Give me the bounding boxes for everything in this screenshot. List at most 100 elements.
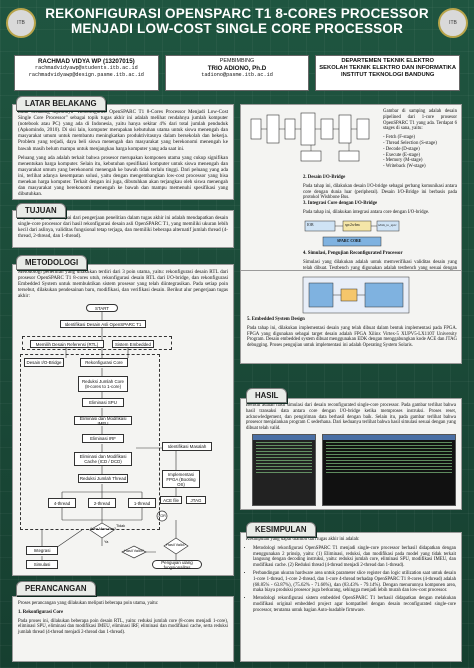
fc-implementasi-fpga: Implementasi FPGA (Booting OS) — [162, 470, 200, 488]
stage-item: - Thread Selection (S-stage) — [383, 140, 437, 146]
dept-line1: DEPARTEMEN TEKNIK ELEKTRO — [341, 58, 434, 64]
item3: 3. Integrasi Core dengan I/O-Bridge Pada… — [303, 201, 457, 219]
stage-list: - Fetch (F-stage) - Thread Selection (S-… — [383, 135, 457, 170]
itb-logo-left: ITB — [6, 8, 36, 38]
kesimpulan-panel: Kesimpulan yang dapat diambil dari tugas… — [240, 532, 462, 662]
tujuan-p1: Tujuan yang ingin dicapai dari pengerjaa… — [18, 215, 228, 240]
pipeline-description: Gambar di samping adalah desain pipeline… — [383, 109, 457, 170]
pipeline-diagram — [250, 112, 370, 162]
fc-cache: Eliminasi dan Modifikasi Cache (ICD / DC… — [74, 452, 132, 466]
advisor-role: PEMBIMBING — [219, 58, 255, 64]
fc-4thread: 4-thread — [48, 498, 76, 508]
fc-2thread: 2-thread — [88, 498, 116, 508]
item2-text: Pada tahap ini, dilakukan desain I/O-bri… — [303, 183, 457, 201]
fc-desain-iob: Desain I/O-Bridge — [24, 358, 64, 367]
advisor-box: PEMBIMBING TRIO ADIONO, Ph.D tadiono@pas… — [164, 55, 310, 91]
fc-group-rtl — [20, 354, 160, 530]
latar-panel: Latar belakang dipilihnya "Rekonfigurasi… — [12, 104, 234, 200]
metodologi-heading: METODOLOGI — [16, 255, 88, 270]
metodologi-p1: Metodologi penelitian yang dilakukan ter… — [18, 269, 228, 300]
fc-hasil-valid1: Hasil Valid? — [124, 549, 144, 553]
dept-box: DEPARTEMEN TEKNIK ELEKTRO SEKOLAH TEKNIK… — [315, 55, 461, 91]
pipeline-p1: Gambar di samping adalah desain pipeline… — [383, 109, 457, 132]
fc-identifikasi-masalah: Identifikasi Masalah — [162, 442, 212, 451]
fc-referensi: Memilih Desain Referensi (RTL) — [30, 340, 104, 348]
fc-sistem-embedded: Sistem Embedded — [112, 340, 154, 348]
diagram-wbm: wbm_to_sprc — [378, 223, 397, 227]
dept-line3: INSTITUT TEKNOLOGI BANDUNG — [340, 72, 435, 78]
item2: 2. Desain I/O-Bridge Pada tahap ini, dil… — [303, 175, 457, 204]
fc-simulasi: Simulasi — [26, 560, 58, 569]
decision-valid1 — [121, 545, 147, 559]
stage-item: - Writeback (W-stage) — [383, 164, 426, 170]
hasil-heading: HASIL — [246, 388, 288, 403]
fc-rekonfig-core: Rekonfigurasi Core — [80, 358, 128, 367]
fc-ace-file: ACE file — [160, 496, 182, 504]
fc-reduksi-thread: Reduksi Jumlah Thread — [78, 474, 128, 483]
student-name: RACHMAD VIDYA WP (13207015) — [37, 58, 135, 65]
fc-hasil-valid2: Hasil Valid? — [166, 543, 186, 547]
hasil-p1: Berikut adalah hasil simulasi dari desai… — [246, 403, 456, 432]
perancangan-intro: Proses perancangan yang dilakukan melipu… — [18, 601, 159, 606]
student-email2: rachmadvidyawp@design.pasme.itb.ac.id — [28, 72, 144, 78]
poster-title: REKONFIGURASI OPENSPARC T1 8-CORES PROCE… — [0, 6, 474, 36]
fc-eliminasi-spu: Eliminasi SPU — [82, 398, 124, 407]
kesimpulan-intro: Kesimpulan yang dapat diambil dari tugas… — [246, 537, 360, 542]
flowchart: START Identifikasi Desain Asli OpenSPARC… — [16, 298, 230, 574]
decision-area — [89, 522, 115, 539]
flowchart-connectors — [41, 312, 189, 560]
student-box: RACHMAD VIDYA WP (13207015) rachmadvidya… — [14, 55, 159, 91]
fc-end: Pengujian ulang fungsionalitas — [152, 560, 202, 570]
decision-valid2 — [163, 537, 189, 555]
perancangan-heading: PERANCANGAN — [16, 581, 96, 596]
diagram-spc2wbm: spc2wbm — [345, 223, 360, 227]
stage-item: - Decode (D-stage) — [383, 146, 420, 152]
embedded-panel: 5. Embedded System Design Pada tahap ini… — [240, 270, 462, 364]
diagram-iob: IOB — [307, 223, 314, 227]
fc-irf: Eliminasi IRF — [82, 434, 124, 443]
title-line1: REKONFIGURASI OPENSPARC T1 8-CORES PROCE… — [45, 6, 429, 21]
right-top-panel: Gambar di samping adalah desain pipeline… — [240, 104, 462, 298]
fc-identifikasi: Identifikasi Desain Asli OpenSPARC T1 — [60, 320, 146, 328]
fc-imeu: Eliminasi dan Modifikasi IMEU — [74, 416, 132, 426]
diagram-sparc-core: SPARC CORE — [337, 239, 362, 243]
fc-jtag: JTAG — [186, 496, 206, 504]
itb-logo-right: ITB — [438, 8, 468, 38]
fc-reduksi-core: Reduksi Jumlah Core (8-cores to 1-core) — [78, 376, 128, 392]
simulation-screenshot-waveform — [322, 434, 456, 506]
kesimpulan-bullet: Perbandingan ukuran hardware area untuk … — [253, 571, 456, 594]
stage-item: - Memory (M-stage) — [383, 158, 423, 164]
advisor-email: tadiono@pasme.itb.ac.id — [201, 72, 273, 78]
item3-text: Pada tahap ini, dilakukan integrasi anta… — [303, 209, 430, 215]
fc-group-ref — [22, 336, 172, 350]
fc-1thread: 1-thread — [128, 498, 156, 508]
item5-text: Pada tahap ini, dilakukan implementasi d… — [247, 325, 457, 349]
fc-area-menurun: Area Menurun? — [89, 527, 117, 531]
student-email1: rachmadvidyawp@students.itb.ac.id — [34, 65, 138, 71]
authors-row: RACHMAD VIDYA WP (13207015) rachmadvidya… — [14, 55, 461, 91]
embedded-diagram — [302, 276, 410, 314]
perancangan-panel: Proses perancangan yang dilakukan melipu… — [12, 596, 234, 662]
latar-heading: LATAR BELAKANG — [16, 96, 106, 111]
kesimpulan-heading: KESIMPULAN — [246, 522, 316, 537]
fc-start: START — [86, 304, 118, 312]
simulation-screenshot-terminal — [252, 434, 316, 506]
title-line2: MENJADI LOW-COST SINGLE CORE PROCESSOR — [70, 21, 404, 36]
dept-line2: SEKOLAH TEKNIK ELEKTRO DAN INFORMATIKA — [319, 65, 457, 71]
perancangan-item1-title: 1. Rekonfigurasi Core — [18, 609, 64, 615]
kesimpulan-bullet: Metodologi rekonfigurasi sistem embedded… — [253, 596, 456, 613]
item5: 5. Embedded System Design Pada tahap ini… — [247, 317, 457, 352]
kesimpulan-bullet: Metodologi rekonfigurasi OpenSPARC T1 me… — [253, 546, 456, 569]
perancangan-item1-text: Pada proses ini, dilakukan beberapa poin… — [18, 618, 228, 636]
item3-title: 3. Integrasi Core dengan I/O-Bridge — [303, 201, 378, 206]
advisor-name: TRIO ADIONO, Ph.D — [207, 65, 267, 72]
item4-title: 4. Simulasi, Pengujian Reconfigurated Pr… — [303, 251, 403, 256]
integration-diagram — [304, 220, 400, 247]
stage-item: - Fetch (F-stage) — [383, 135, 415, 141]
fc-xor: XOR — [158, 514, 166, 518]
fc-label-ya: Ya — [104, 540, 109, 544]
item2-title: 2. Desain I/O-Bridge — [303, 175, 346, 180]
item5-title: 5. Embedded System Design — [247, 317, 305, 322]
tujuan-heading: TUJUAN — [16, 203, 66, 218]
stage-item: - Execute (E-stage) — [383, 152, 421, 158]
